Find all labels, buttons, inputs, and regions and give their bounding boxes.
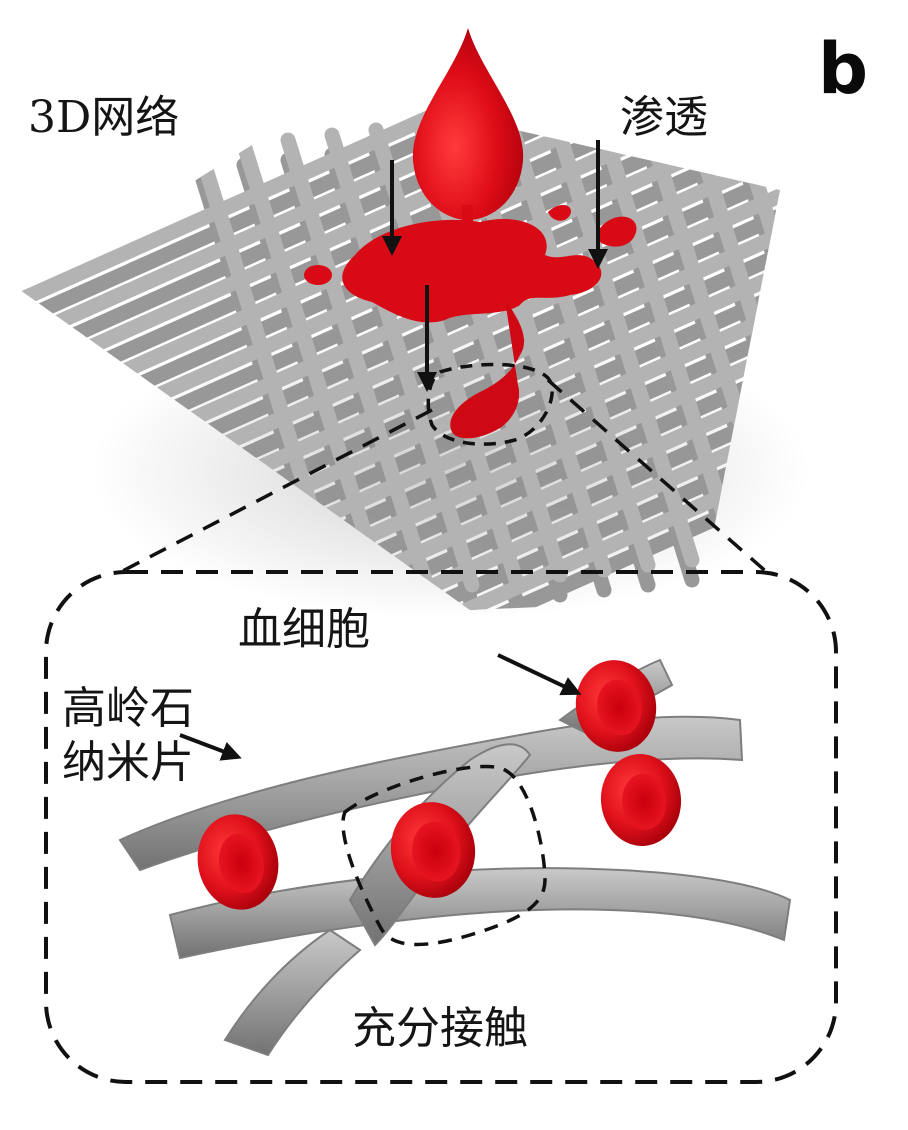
mesh-strand <box>324 127 480 593</box>
zoom-detail-box <box>44 570 838 1084</box>
blood-spread-right <box>600 216 637 247</box>
blood-permeation <box>304 28 637 439</box>
mesh-strand <box>280 132 436 598</box>
mesh-strand <box>386 326 780 592</box>
mesh-strand <box>368 122 524 588</box>
red-blood-cell-icon <box>197 814 279 910</box>
red-blood-cell-top <box>575 660 657 752</box>
mesh-strand <box>386 306 780 572</box>
blood-trail <box>450 300 525 439</box>
blood-spread-top <box>548 204 571 221</box>
label-3d-network: 3D网络 <box>28 92 180 143</box>
permeation-arrows <box>382 140 608 392</box>
red-blood-cells <box>197 660 682 910</box>
blood-drop-icon <box>412 28 524 220</box>
red-blood-cell-center <box>390 802 476 898</box>
mesh-strand <box>318 258 780 524</box>
red-blood-cell-right <box>600 754 682 846</box>
mesh-strand <box>500 107 656 573</box>
blood-spread <box>342 218 602 323</box>
blood-spread-left <box>304 265 332 285</box>
mesh-strand <box>588 97 744 563</box>
mesh-strand <box>236 137 392 603</box>
arrow-to-blood-cell <box>497 653 582 696</box>
label-kaolinite-line2: 纳米片 <box>62 737 194 788</box>
label-kaolinite-line1: 高岭石 <box>62 683 194 734</box>
blood-drop-stream <box>462 205 473 235</box>
nanosheet-fiber-diagonal <box>223 928 362 1057</box>
label-full-contact: 充分接触 <box>352 1003 528 1054</box>
callout-arrows <box>179 653 582 761</box>
zoom-projection-lines <box>114 378 772 577</box>
label-permeation: 渗透 <box>620 92 708 143</box>
contact-region-outline <box>341 764 547 947</box>
zoom-region-outline <box>426 362 554 446</box>
label-blood-cells: 血细胞 <box>238 604 370 655</box>
panel-letter: b <box>818 28 869 110</box>
arrow-to-nanosheet <box>179 733 242 761</box>
